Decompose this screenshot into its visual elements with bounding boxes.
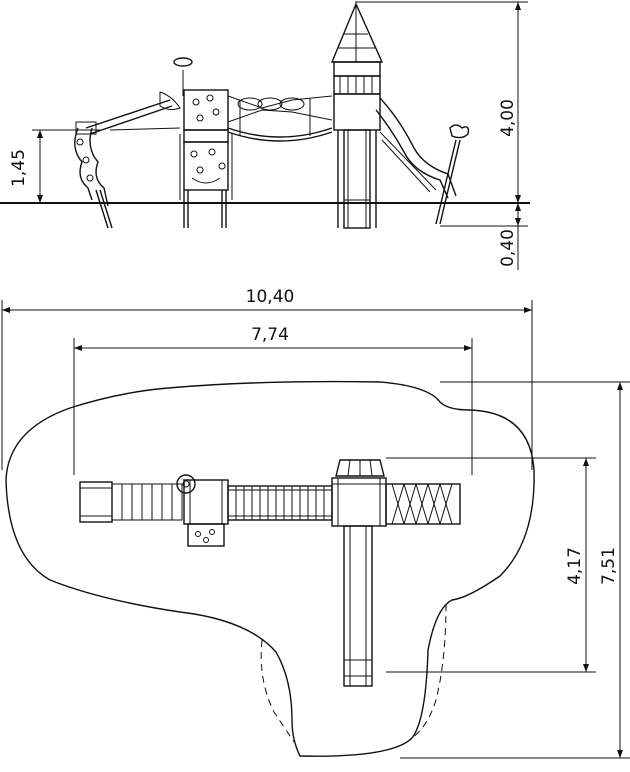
dashed-outline-left <box>260 639 295 743</box>
elevation-view: 1,45 4,00 0,40 <box>0 1 530 270</box>
dim-overall-length-label: 10,40 <box>246 287 295 307</box>
dim-platform-height: 1,45 <box>9 129 100 203</box>
dim-foundation-depth: 0,40 <box>440 203 528 270</box>
dashed-outline-right <box>411 603 447 739</box>
slide <box>375 97 457 199</box>
dim-overall-length: 10,40 <box>1 287 533 470</box>
plan-steering-wheel-icon <box>176 474 196 494</box>
plan-tower-one <box>176 474 229 547</box>
dim-equipment-depth-label: 4,17 <box>565 547 585 585</box>
tower-one <box>173 57 233 228</box>
dim-equipment-depth: 4,17 <box>386 457 596 673</box>
dim-equipment-length: 7,74 <box>73 325 473 475</box>
plan-net <box>385 483 461 525</box>
dim-overall-depth-label: 7,51 <box>599 547 619 585</box>
climbing-wall <box>74 121 113 229</box>
dim-total-height-label: 4,00 <box>498 99 518 137</box>
tower-two <box>330 2 384 229</box>
dim-overall-depth: 7,51 <box>400 381 630 759</box>
plan-view: 10,40 7,74 4,17 <box>1 287 630 759</box>
rope-bridge <box>227 95 333 142</box>
plan-slide <box>343 525 373 687</box>
dim-foundation-depth-label: 0,40 <box>498 229 518 267</box>
decorative-post <box>435 124 470 225</box>
inclined-bar <box>85 91 181 135</box>
dim-total-height: 4,00 <box>355 1 528 203</box>
plan-bridge <box>227 485 333 521</box>
plan-climbing-wall <box>79 481 183 523</box>
steering-wheel-icon <box>173 57 193 67</box>
plan-tower-two <box>331 459 387 527</box>
dim-platform-height-label: 1,45 <box>9 149 29 187</box>
dim-equipment-length-label: 7,74 <box>251 325 289 345</box>
safety-zone-outline <box>5 380 535 757</box>
